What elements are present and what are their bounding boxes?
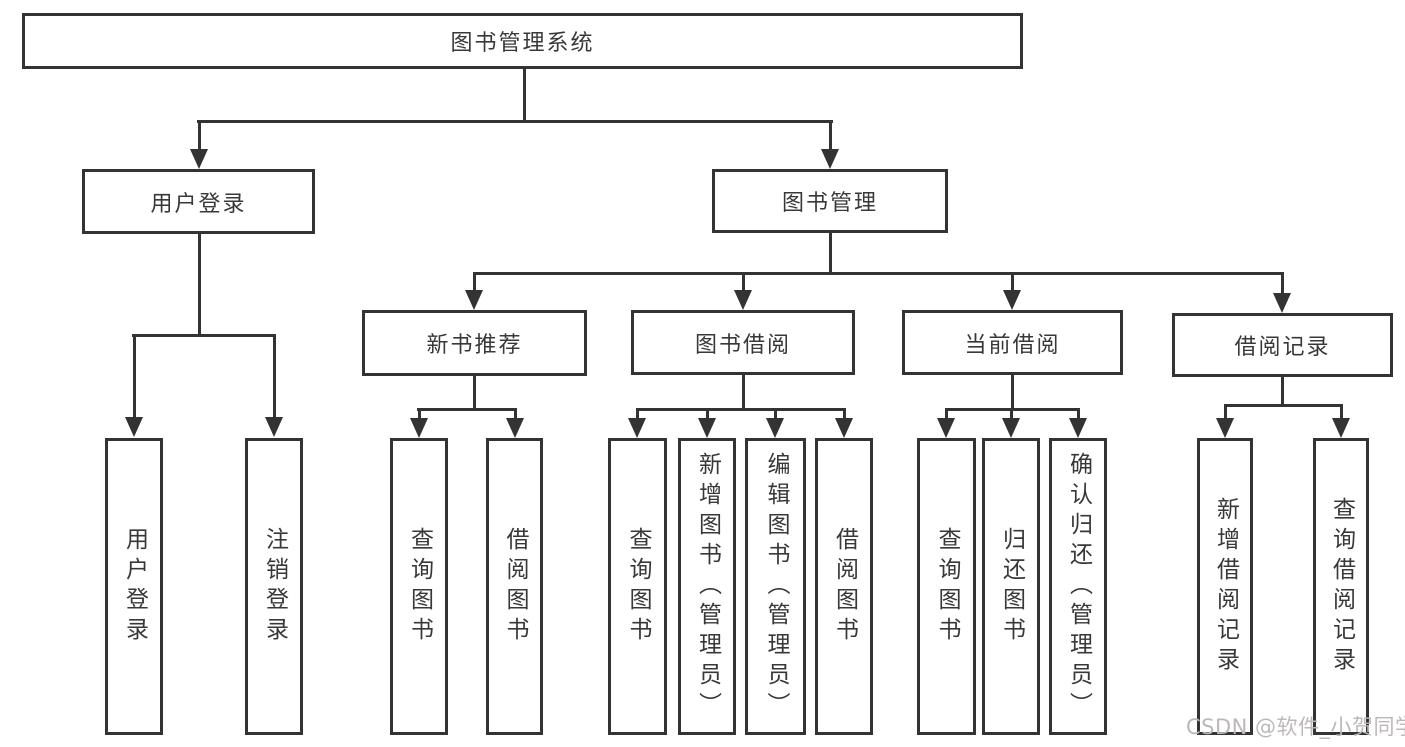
arrow-shaft xyxy=(828,121,832,151)
arrow-down-icon xyxy=(1332,418,1350,438)
arrow-shaft xyxy=(1339,405,1343,420)
connector-segment xyxy=(522,68,526,121)
box-leaf-confirm-return: 确认归还（管理员） xyxy=(1049,438,1107,735)
box-login: 用户登录 xyxy=(82,169,315,234)
box-leaf-query-books-1: 查询图书 xyxy=(390,438,448,735)
connector-segment xyxy=(472,376,476,409)
arrow-shaft xyxy=(1076,409,1080,420)
connector-segment xyxy=(741,375,745,409)
connector-segment xyxy=(197,234,201,335)
arrow-down-icon xyxy=(465,290,483,310)
connector-segment xyxy=(945,407,1080,411)
label-leaf-return-book: 归还图书 xyxy=(998,526,1025,647)
arrow-down-icon xyxy=(1002,418,1020,438)
arrow-down-icon xyxy=(937,418,955,438)
arrow-down-icon xyxy=(265,417,283,437)
arrow-shaft xyxy=(1010,273,1014,292)
arrow-down-icon xyxy=(1216,418,1234,438)
label-current-borrow: 当前借阅 xyxy=(964,332,1061,358)
arrow-shaft xyxy=(1223,405,1227,420)
connector-segment xyxy=(828,233,832,273)
connector-segment xyxy=(636,407,846,411)
label-leaf-user-login: 用户登录 xyxy=(121,526,148,647)
box-leaf-user-login: 用户登录 xyxy=(105,438,163,735)
label-new-book: 新书推荐 xyxy=(426,333,523,358)
arrow-shaft xyxy=(417,409,421,420)
box-book-borrow: 图书借阅 xyxy=(631,310,855,375)
arrow-shaft xyxy=(1280,273,1284,295)
box-leaf-query-record: 查询借阅记录 xyxy=(1313,438,1369,735)
label-leaf-add-book: 新增图书（管理员） xyxy=(694,451,721,722)
box-current-borrow: 当前借阅 xyxy=(902,310,1123,375)
arrow-down-icon xyxy=(835,418,853,438)
box-leaf-edit-book: 编辑图书（管理员） xyxy=(745,438,806,735)
label-book-borrow: 图书借阅 xyxy=(694,332,791,358)
arrow-down-icon xyxy=(506,418,524,438)
arrow-down-icon xyxy=(628,418,646,438)
label-login: 用户登录 xyxy=(150,191,247,217)
arrow-shaft xyxy=(705,409,709,420)
arrow-shaft xyxy=(472,273,476,292)
arrow-down-icon xyxy=(766,418,784,438)
box-new-book: 新书推荐 xyxy=(362,310,587,376)
box-leaf-borrow-books-2: 借阅图书 xyxy=(815,438,873,735)
box-book-mgmt: 图书管理 xyxy=(712,169,948,233)
arrow-shaft xyxy=(272,335,276,419)
label-borrow-records: 借阅记录 xyxy=(1234,335,1331,360)
arrow-shaft xyxy=(741,273,745,292)
arrow-down-icon xyxy=(698,418,716,438)
arrow-down-icon xyxy=(1069,418,1087,438)
arrow-down-icon xyxy=(821,149,839,169)
arrow-down-icon xyxy=(190,149,208,169)
label-leaf-query-books-1: 查询图书 xyxy=(406,526,433,647)
watermark: CSDN @软件_小贺同学 xyxy=(1186,715,1405,739)
label-leaf-confirm-return: 确认归还（管理员） xyxy=(1065,451,1092,722)
label-leaf-edit-book: 编辑图书（管理员） xyxy=(763,451,789,722)
box-leaf-query-books-3: 查询图书 xyxy=(917,438,976,735)
label-leaf-add-record: 新增借阅记录 xyxy=(1212,496,1239,677)
arrow-down-icon xyxy=(1003,290,1021,310)
connector-segment xyxy=(1224,403,1343,407)
arrow-shaft xyxy=(944,409,948,420)
box-leaf-return-book: 归还图书 xyxy=(982,438,1040,735)
arrow-shaft xyxy=(635,409,639,420)
label-leaf-borrow-books-1: 借阅图书 xyxy=(502,526,528,647)
label-leaf-query-books-3: 查询图书 xyxy=(934,526,960,647)
box-root: 图书管理系统 xyxy=(22,13,1023,69)
label-leaf-logout: 注销登录 xyxy=(261,526,288,647)
label-root: 图书管理系统 xyxy=(450,31,595,56)
connector-segment xyxy=(417,407,517,411)
arrow-down-icon xyxy=(734,290,752,310)
box-leaf-borrow-books-1: 借阅图书 xyxy=(486,438,543,735)
label-book-mgmt: 图书管理 xyxy=(781,191,878,216)
arrow-shaft xyxy=(1009,409,1013,420)
arrow-down-icon xyxy=(125,417,143,437)
label-leaf-borrow-books-2: 借阅图书 xyxy=(831,526,858,647)
arrow-shaft xyxy=(513,409,517,420)
arrow-shaft xyxy=(197,121,201,151)
arrow-down-icon xyxy=(410,418,428,438)
arrow-shaft xyxy=(132,335,136,419)
arrow-shaft xyxy=(842,409,846,420)
label-leaf-query-record: 查询借阅记录 xyxy=(1328,496,1355,677)
box-borrow-records: 借阅记录 xyxy=(1172,313,1393,377)
connector-segment xyxy=(1010,375,1014,409)
label-leaf-query-books-2: 查询图书 xyxy=(625,526,651,647)
box-leaf-add-record: 新增借阅记录 xyxy=(1197,438,1253,735)
connector-segment xyxy=(473,271,1284,275)
box-leaf-logout: 注销登录 xyxy=(245,438,303,735)
connector-segment xyxy=(197,119,833,123)
box-leaf-add-book: 新增图书（管理员） xyxy=(678,438,736,735)
box-leaf-query-books-2: 查询图书 xyxy=(608,438,667,735)
connector-segment xyxy=(1280,377,1284,405)
connector-segment xyxy=(132,333,276,337)
arrow-down-icon xyxy=(1273,293,1291,313)
arrow-shaft xyxy=(773,409,777,420)
